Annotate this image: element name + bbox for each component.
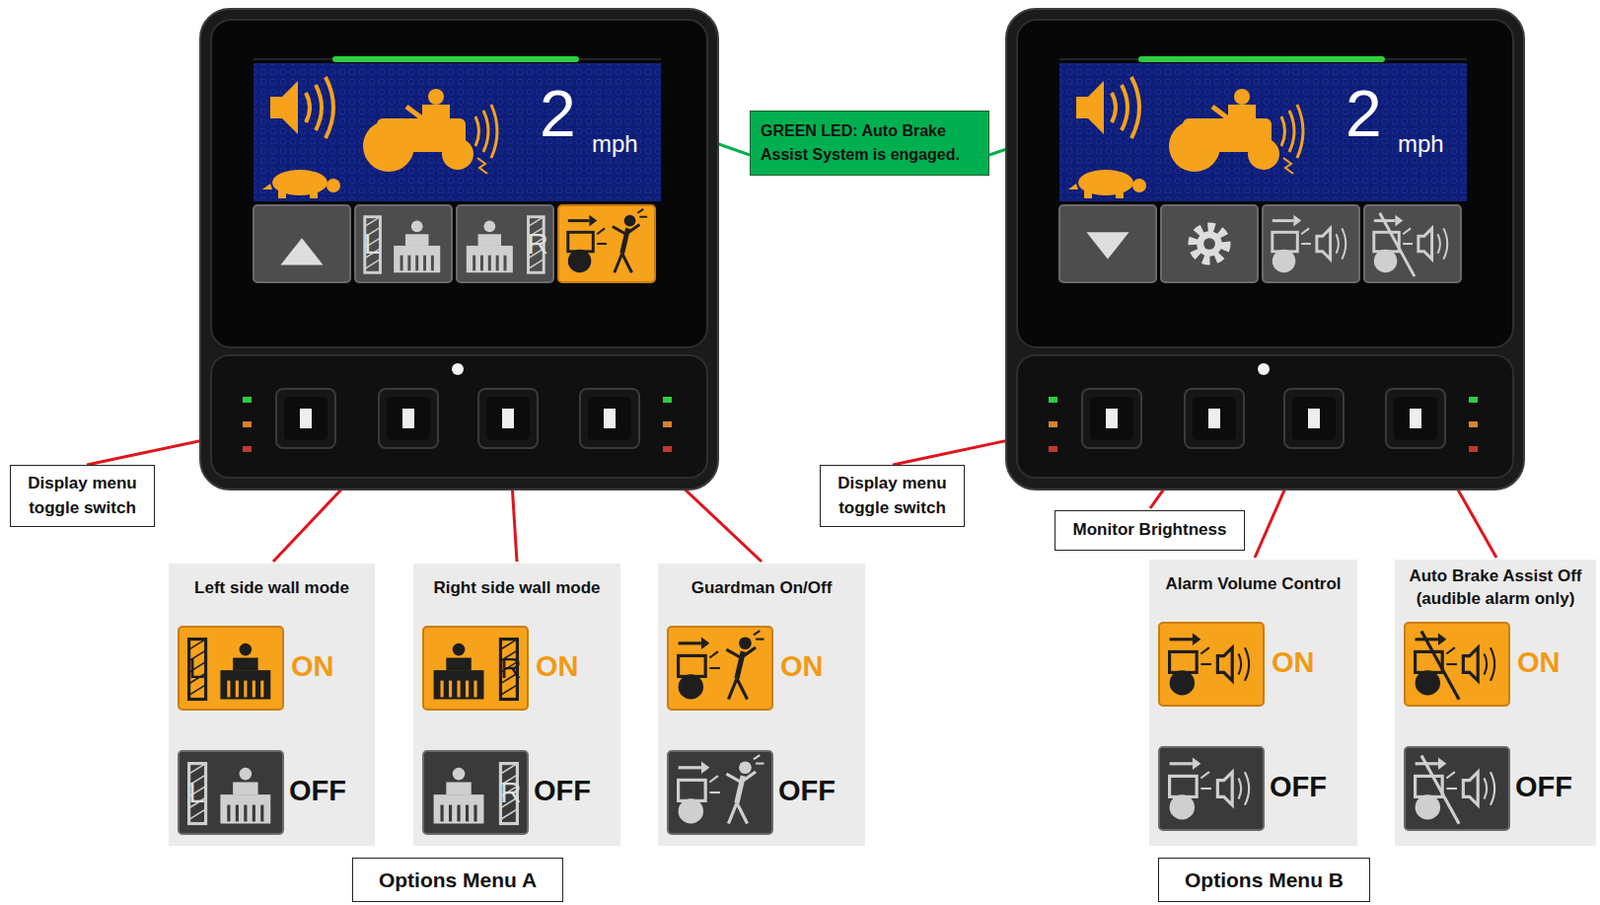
icon-letter: L [188, 777, 206, 807]
panel-icons [1149, 559, 1358, 846]
speed-unit: mph [591, 132, 639, 156]
off-state: OFF [289, 776, 347, 805]
icon-letter: L [363, 228, 381, 259]
panel-title: Auto Brake Assist Off (audible alarm onl… [1400, 565, 1591, 611]
speed-value: 2 [1345, 80, 1382, 146]
panel-title: Guardman On/Off [663, 577, 860, 600]
label-box: Display menu toggle switch [9, 464, 155, 527]
box-text: Options Menu B [1164, 867, 1364, 892]
option-panel: Right side wall modeR R ON OFF [413, 563, 621, 846]
icon-letter: L [188, 653, 206, 683]
box-text: Monitor Brightness [1063, 517, 1237, 543]
label-box: Display menu toggle switch [819, 464, 965, 527]
off-state: OFF [1515, 772, 1573, 801]
on-state: ON [1517, 648, 1561, 677]
icon-letter: R [526, 228, 549, 259]
display-unit-drawing [199, 7, 720, 491]
panel-title: Left side wall mode [174, 577, 369, 600]
speed-unit: mph [1397, 132, 1445, 156]
off-state: OFF [533, 776, 591, 805]
label-box: Monitor Brightness [1054, 509, 1245, 551]
box-text: Display menu toggle switch [828, 471, 956, 520]
panel-title: Right side wall mode [419, 577, 615, 600]
box-text: GREEN LED: Auto Brake Assist System is e… [760, 119, 979, 167]
option-panel: Auto Brake Assist Off (audible alarm onl… [1394, 559, 1597, 846]
menu-title-box: Options Menu A [352, 857, 564, 902]
display-unit: L R 2 mph [199, 7, 720, 491]
off-state: OFF [1269, 772, 1327, 801]
on-state: ON [1271, 648, 1315, 677]
box-text: Options Menu A [359, 867, 557, 892]
icon-letter: R [500, 653, 522, 683]
speed-value: 2 [539, 80, 577, 146]
display-unit: 2 mph [1005, 7, 1526, 491]
on-state: ON [535, 652, 580, 681]
option-panel: Alarm Volume ControlON OFF [1149, 559, 1358, 846]
icon-letter: R [500, 777, 522, 807]
on-state: ON [780, 652, 824, 681]
panel-title: Alarm Volume Control [1155, 573, 1352, 596]
menu-title-box: Options Menu B [1158, 857, 1371, 902]
off-state: OFF [778, 776, 836, 805]
display-unit-drawing [1005, 7, 1526, 491]
box-text: Display menu toggle switch [18, 471, 146, 520]
led-callout: GREEN LED: Auto Brake Assist System is e… [749, 110, 990, 176]
on-state: ON [290, 652, 335, 681]
option-panel: Left side wall modeL L ON OFF [168, 563, 375, 846]
option-panel: Guardman On/OffON OFF [657, 563, 866, 846]
